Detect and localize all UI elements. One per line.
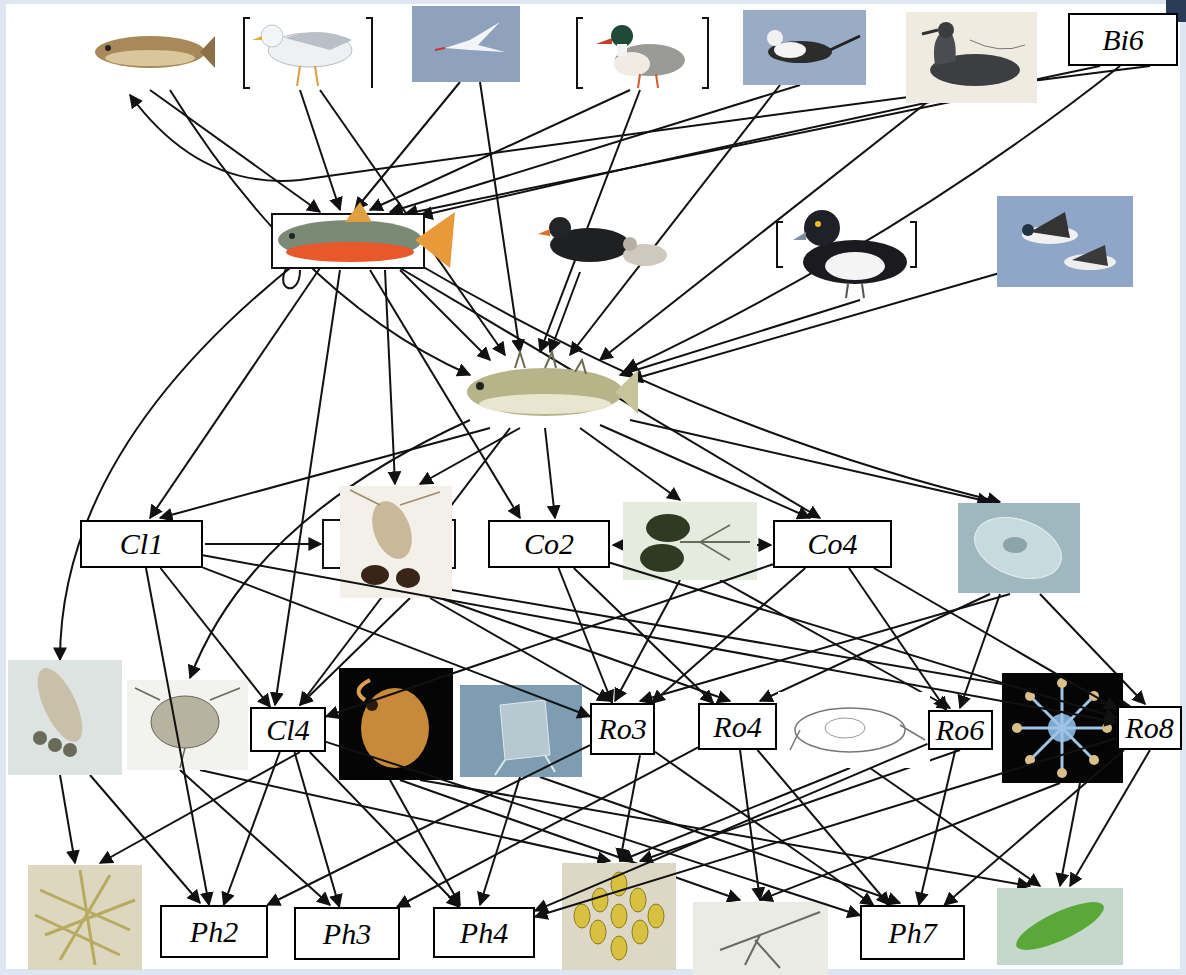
feeding-link [652,568,805,703]
feeding-link [310,752,460,907]
species-box: Ph3 [294,907,400,960]
species-label: Cl4 [266,715,309,745]
species-box: Co2 [488,520,610,568]
feeding-link [326,742,860,916]
species-label: Ph7 [888,918,936,948]
species-label: Ro4 [713,712,761,742]
feeding-link [655,752,873,905]
species-box: Ph4 [433,907,535,958]
feeding-link [535,744,928,911]
species-label: Ro6 [936,715,984,745]
species-box: Cl1 [80,520,203,568]
species-box: Ro6 [928,710,993,750]
feeding-link [849,568,946,710]
feeding-link [874,568,1117,709]
feeding-link [326,564,773,716]
species-box: Ph7 [860,905,965,960]
species-label: Ph3 [323,919,371,949]
species-box: Ro8 [1117,706,1182,750]
feeding-link [535,738,1117,917]
species-label: Co4 [807,529,857,559]
species-box: Cl4 [250,707,326,752]
feeding-link [944,750,1124,905]
feeding-link [203,555,1117,722]
species-label: Ph4 [460,918,508,948]
species-label: Ro3 [598,714,646,744]
species-label: Ro8 [1125,713,1173,743]
feeding-link [224,752,280,905]
feeding-link [610,563,1117,718]
species-label: Ph2 [190,917,238,947]
feeding-link [267,745,590,905]
species-box: Co4 [773,520,892,568]
species-label: Co2 [524,529,574,559]
species-box: Ro4 [698,703,777,750]
species-label: Cl1 [120,529,163,559]
feeding-link [146,568,209,905]
feeding-link [397,747,698,907]
species-box: Ph2 [160,905,268,958]
species-box: Ro3 [590,703,655,755]
feeding-link [160,568,270,707]
feeding-link [919,750,955,905]
species-label: Bi6 [1102,25,1144,55]
species-box: Bi6 [1068,13,1178,66]
